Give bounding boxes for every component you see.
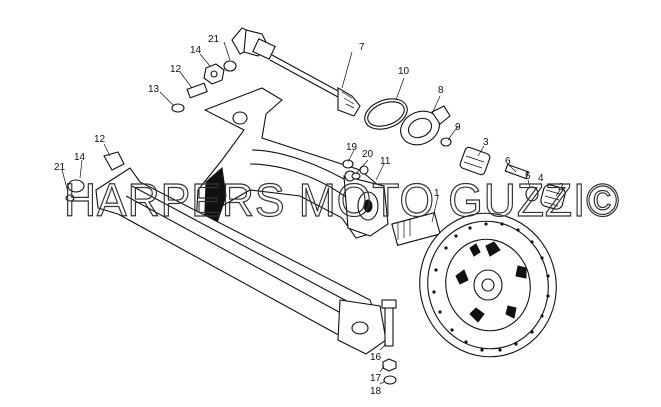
- callout-12-left: 12: [94, 134, 106, 145]
- callout-14-top: 14: [190, 45, 202, 56]
- leader-lines: [61, 41, 561, 385]
- swing-arm-casting: [195, 87, 389, 248]
- lower-bolt-set: [381, 299, 397, 385]
- callout-19: 19: [346, 142, 358, 153]
- callout-1: 1: [434, 188, 440, 199]
- callout-10: 10: [398, 66, 410, 77]
- upper-fasteners: [171, 60, 237, 113]
- brake-disc-hub: [391, 212, 557, 358]
- callout-21-left: 21: [54, 162, 66, 173]
- callout-11: 11: [380, 156, 391, 167]
- drive-shaft-part: [231, 27, 361, 117]
- callout-7: 7: [359, 42, 365, 53]
- right-small-parts: [342, 146, 566, 210]
- callout-labels: 7 10 8 9 3 6 5 4 2 1 19 20 11 21 14 12 1…: [54, 34, 564, 397]
- callout-5: 5: [525, 171, 531, 182]
- callout-21-top: 21: [208, 34, 220, 45]
- callout-6: 6: [505, 156, 511, 167]
- callout-13: 13: [148, 84, 160, 95]
- callout-17: 17: [370, 373, 382, 384]
- callout-12-top: 12: [170, 64, 182, 75]
- lower-arm: [65, 151, 387, 355]
- watermark-text: HARPERS MOTO GUZZI©: [64, 174, 620, 226]
- callout-8: 8: [438, 85, 444, 96]
- callout-14-left: 14: [74, 152, 86, 163]
- callout-18: 18: [370, 386, 382, 397]
- callout-9: 9: [455, 122, 461, 133]
- callout-3: 3: [483, 137, 489, 148]
- ring-and-housing: [364, 98, 452, 147]
- callout-16: 16: [370, 352, 382, 363]
- callout-4: 4: [538, 173, 544, 184]
- callout-2: 2: [558, 182, 564, 193]
- callout-20: 20: [362, 149, 374, 160]
